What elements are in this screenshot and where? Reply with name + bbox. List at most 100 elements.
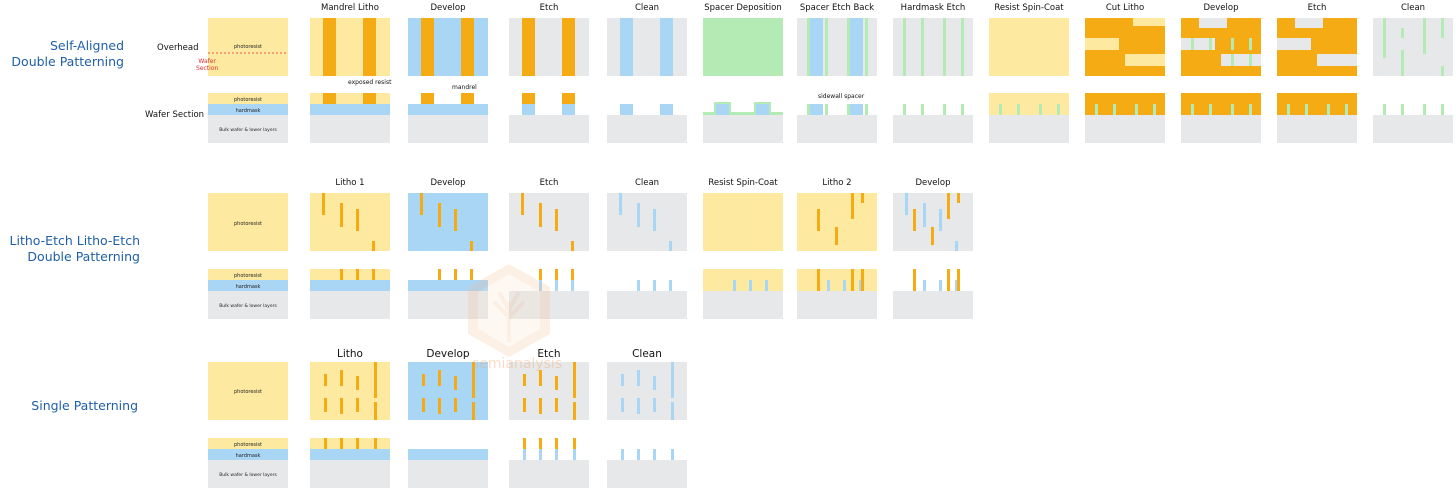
hardmask-layer xyxy=(208,449,288,460)
single-section-title: Single Patterning xyxy=(31,398,138,413)
photoresist-layer xyxy=(208,269,288,280)
photoresist-area xyxy=(208,193,288,251)
line-feature xyxy=(555,398,558,412)
line-feature xyxy=(539,370,542,386)
exposed-resist-layer xyxy=(1085,93,1165,115)
line-feature xyxy=(356,398,359,412)
line-feature xyxy=(931,227,934,245)
exposed-resist-annotation: exposed resist xyxy=(348,79,392,86)
sadp-section-develop xyxy=(408,93,488,143)
exposed-resist xyxy=(817,269,820,291)
lele-section-title: Litho-Etch Litho-Etch Double Patterning xyxy=(0,233,140,265)
sadp-section-resist-spin-coat xyxy=(989,93,1069,143)
hardmask-line xyxy=(555,449,558,460)
sidewall-spacer xyxy=(1057,104,1060,115)
sadp-overhead-cut-litho xyxy=(1085,18,1165,76)
photoresist-layer xyxy=(310,93,390,104)
line-feature xyxy=(523,374,526,386)
hardmask-mandrel xyxy=(620,104,633,115)
mandrel xyxy=(522,93,535,104)
sadp-section-cut-etch xyxy=(1277,93,1357,143)
mandrel-stripe xyxy=(421,18,434,76)
unexposed-resist-block xyxy=(1125,54,1165,66)
mandrel-stripe xyxy=(850,18,863,76)
single-section-clean xyxy=(607,438,687,488)
lele-overhead-resist-spin-coat xyxy=(703,193,783,251)
sidewall-spacer xyxy=(921,104,924,115)
sidewall-spacer xyxy=(1383,104,1386,115)
sidewall-spacer xyxy=(1287,104,1290,115)
line-feature xyxy=(340,398,343,414)
hardmask-area xyxy=(408,18,488,76)
hardmask-layer xyxy=(310,104,390,115)
bulk-wafer-layer xyxy=(310,115,390,143)
resist-layer xyxy=(310,438,390,449)
bulk-wafer-layer xyxy=(797,291,877,319)
mandrel-stripe xyxy=(461,18,474,76)
bulk-label: Bulk wafer & lower layers xyxy=(219,303,277,309)
hardmask-layer xyxy=(408,449,488,460)
line-feature xyxy=(939,209,942,231)
line-feature xyxy=(637,398,640,414)
sidewall-spacer xyxy=(1249,104,1252,115)
hardmask-line xyxy=(765,280,768,291)
lele-section-resist-spin-coat xyxy=(703,269,783,319)
single-overhead-initial: photoresist xyxy=(208,362,288,420)
line-feature xyxy=(438,370,441,386)
lele-overhead-develop xyxy=(408,193,488,251)
sidewall-spacer xyxy=(1441,104,1444,115)
hardmask-layer xyxy=(408,104,488,115)
hardmask-line xyxy=(653,280,656,291)
spacer-line xyxy=(1231,54,1234,66)
hardmask-line xyxy=(653,449,656,460)
resist-line xyxy=(573,438,576,449)
single-section-litho xyxy=(310,438,390,488)
line-feature xyxy=(324,398,327,412)
hardmask-line xyxy=(571,280,574,291)
spacer-line xyxy=(943,18,946,76)
sidewall-spacer-annotation: sidewall spacer xyxy=(818,93,865,100)
exposed-resist xyxy=(372,269,375,280)
line-feature xyxy=(555,376,558,390)
bulk-wafer-layer xyxy=(607,291,687,319)
semianalysis-logo-watermark xyxy=(464,262,554,372)
opening xyxy=(1221,54,1261,66)
line-feature xyxy=(454,376,457,390)
photoresist-label: photoresist xyxy=(234,44,262,50)
sadp-section-final-clean xyxy=(1373,93,1453,143)
resist-layer xyxy=(1277,93,1357,115)
spacer-line xyxy=(921,18,924,76)
single-overhead-step-2 xyxy=(408,362,488,420)
line-feature xyxy=(653,209,656,231)
spacer-line xyxy=(825,18,828,76)
sadp-overhead-spacer-etch-back xyxy=(797,18,877,76)
spacer-film-area xyxy=(703,18,783,76)
line-feature xyxy=(669,241,672,251)
bulk-wafer-layer xyxy=(509,460,589,488)
line-feature xyxy=(621,374,624,386)
opening xyxy=(1181,38,1215,50)
line-feature xyxy=(905,193,908,215)
hardmask-line xyxy=(637,280,640,291)
spacer-line xyxy=(1209,38,1212,50)
sadp-step-title: Spacer Deposition xyxy=(704,3,782,13)
watermark-text: semianalysis xyxy=(471,356,563,372)
line-feature xyxy=(637,370,640,386)
photoresist-area xyxy=(208,18,288,76)
lele-step-title: Litho 1 xyxy=(335,178,365,188)
overhead-row-label: Overhead xyxy=(157,43,199,53)
sidewall-spacer xyxy=(999,104,1002,115)
photoresist-label: photoresist xyxy=(234,221,262,227)
line-feature xyxy=(322,193,325,215)
hardmask-layer xyxy=(208,104,288,115)
line-feature xyxy=(817,209,820,231)
line-feature xyxy=(671,402,674,420)
line-feature xyxy=(472,362,475,398)
hardmask-line xyxy=(637,449,640,460)
hardmask-mandrel xyxy=(756,104,769,115)
sadp-overhead-spacer-deposition xyxy=(703,18,783,76)
spacer-film xyxy=(703,112,783,115)
photoresist-label: photoresist xyxy=(234,273,262,279)
hardmask-label: hardmask xyxy=(236,108,261,114)
mandrel xyxy=(421,93,434,104)
